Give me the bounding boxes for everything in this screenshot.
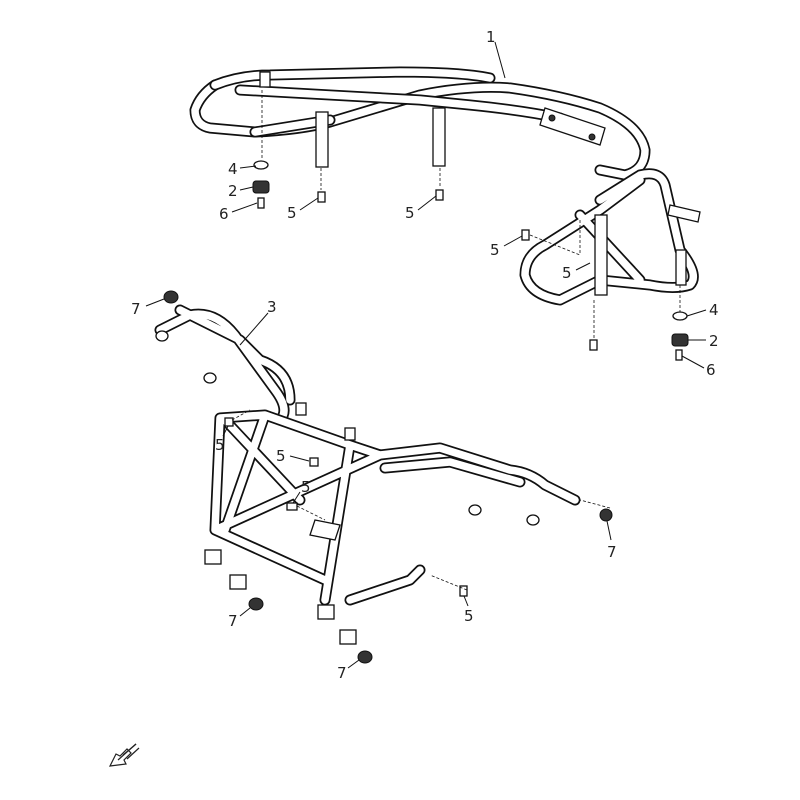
callout-2: 2 <box>228 182 238 200</box>
hardware <box>163 90 689 664</box>
callout-5: 5 <box>405 204 415 222</box>
rear-rack-part-1 <box>195 72 701 300</box>
callout-4: 4 <box>228 160 238 178</box>
leader-lines <box>145 41 707 669</box>
callout-7: 7 <box>607 543 617 561</box>
callout-2: 2 <box>709 332 719 350</box>
callout-4: 4 <box>709 301 719 319</box>
callout-7: 7 <box>228 612 238 630</box>
callout-5: 5 <box>301 478 311 496</box>
callout-6: 6 <box>219 205 229 223</box>
front-rack-part-3 <box>156 310 575 645</box>
callout-5: 5 <box>287 204 297 222</box>
callout-5: 5 <box>276 447 286 465</box>
callout-5: 5 <box>562 264 572 282</box>
callout-6: 6 <box>706 361 716 379</box>
callout-5: 5 <box>464 607 474 625</box>
callout-labels: 1 4 2 6 5 5 5 5 4 2 6 7 3 5 5 5 7 5 7 7 <box>131 28 719 682</box>
callout-5: 5 <box>490 241 500 259</box>
callout-7: 7 <box>131 300 141 318</box>
callout-7: 7 <box>337 664 347 682</box>
callout-1: 1 <box>486 28 496 46</box>
arrow-down-left-icon <box>108 743 140 767</box>
callout-5: 5 <box>215 436 225 454</box>
callout-3: 3 <box>267 298 277 316</box>
